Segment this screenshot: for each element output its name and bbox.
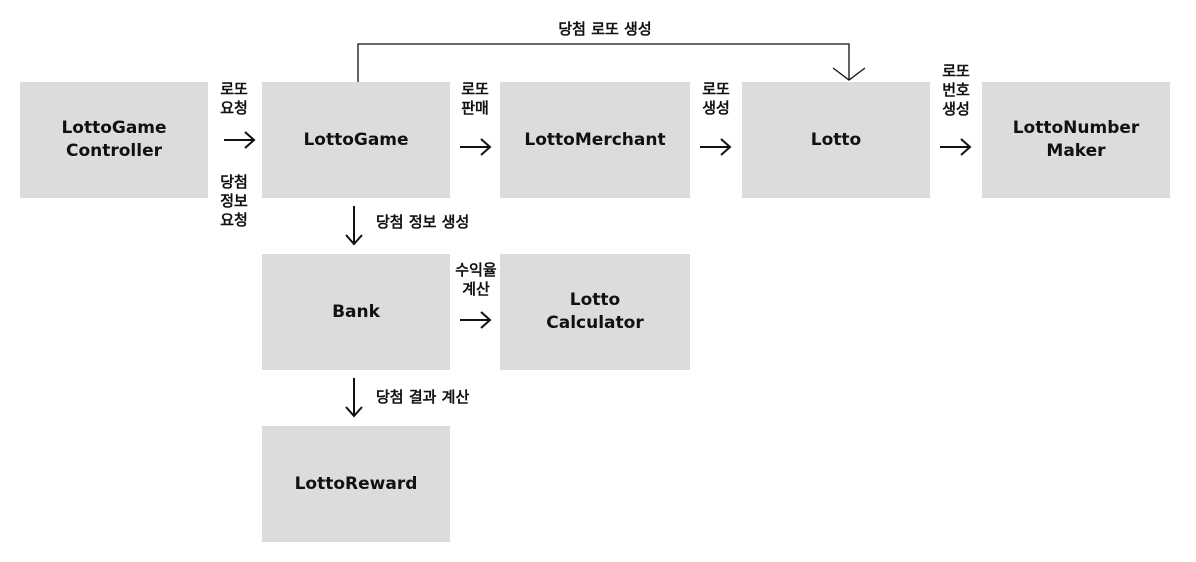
- create-lotto-label: 로또 생성: [702, 80, 730, 117]
- calc-result-label: 당첨 결과 계산: [376, 388, 470, 406]
- calc-yield-label: 수익율 계산: [455, 261, 497, 298]
- request-lotto-label: 로또 요청: [220, 80, 248, 117]
- top-loop-arrowhead: [832, 67, 866, 81]
- down-arrow-icon: [345, 206, 363, 246]
- lotto-number-maker-box: LottoNumber Maker: [982, 82, 1170, 198]
- right-arrow-icon: [224, 131, 256, 149]
- down-arrow-icon: [345, 378, 363, 418]
- lotto-game-controller-box: LottoGame Controller: [20, 82, 208, 198]
- lotto-game-box: LottoGame: [262, 82, 450, 198]
- lotto-merchant-box: LottoMerchant: [500, 82, 690, 198]
- right-arrow-icon: [460, 311, 492, 329]
- top-loop-label: 당첨 로또 생성: [558, 20, 652, 38]
- lotto-calculator-box: Lotto Calculator: [500, 254, 690, 370]
- lotto-reward-box: LottoReward: [262, 426, 450, 542]
- sell-lotto-label: 로또 판매: [461, 80, 489, 117]
- create-numbers-label: 로또 번호 생성: [942, 62, 970, 118]
- lotto-box: Lotto: [742, 82, 930, 198]
- right-arrow-icon: [460, 138, 492, 156]
- bank-box: Bank: [262, 254, 450, 370]
- right-arrow-icon: [700, 138, 732, 156]
- create-win-info-label: 당첨 정보 생성: [376, 213, 470, 231]
- top-loop-connector: [357, 43, 850, 82]
- request-win-info-label: 당첨 정보 요청: [220, 173, 248, 229]
- right-arrow-icon: [940, 138, 972, 156]
